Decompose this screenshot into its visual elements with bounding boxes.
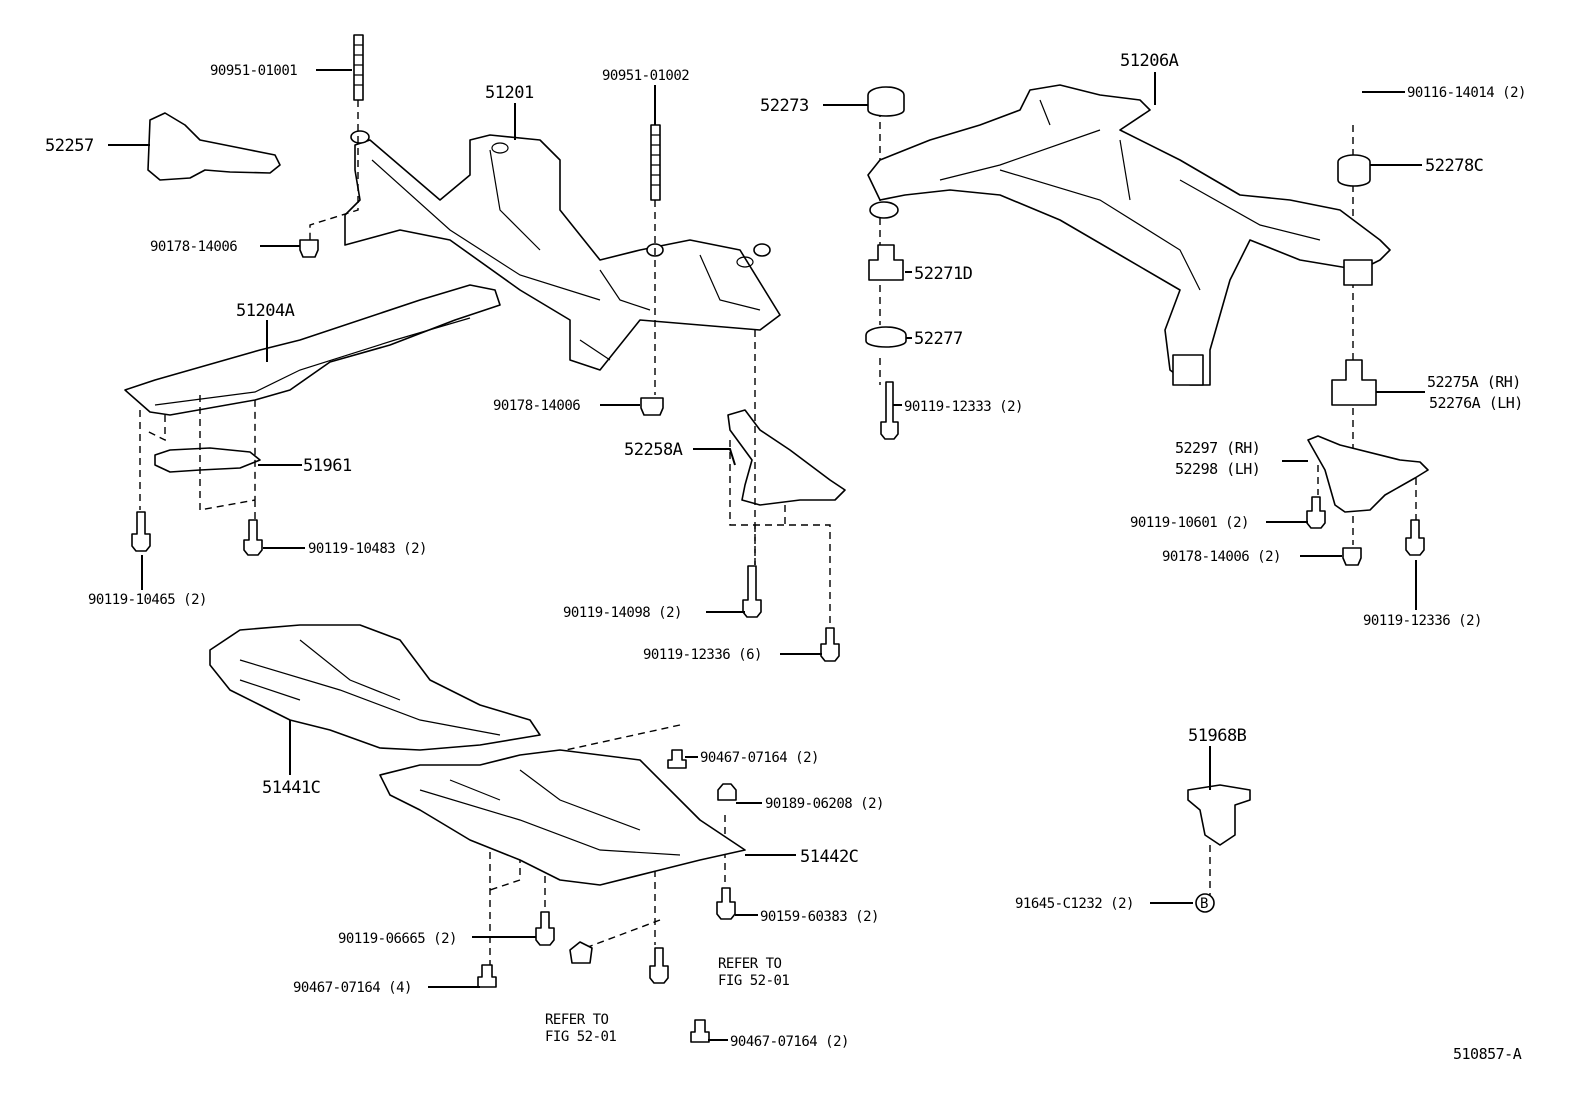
front-crossmember-part[interactable] — [344, 130, 781, 371]
part-label[interactable]: 90119-12336 (2) — [1363, 613, 1482, 629]
part-label[interactable]: 52271D — [914, 264, 973, 284]
part-label[interactable]: 90178-14006 — [150, 239, 238, 255]
part-label[interactable]: 52298 (LH) — [1175, 460, 1261, 478]
callout-b-circle — [1195, 893, 1215, 913]
nut-part[interactable] — [299, 239, 1362, 566]
part-label[interactable]: 52297 (RH) — [1175, 439, 1261, 457]
refer-note-line1: REFER TO — [545, 1012, 609, 1028]
part-label[interactable]: 51442C — [800, 847, 859, 867]
part-label[interactable]: 90119-10601 (2) — [1130, 515, 1249, 531]
part-label[interactable]: 90159-60383 (2) — [760, 909, 879, 925]
engine-undercover-51442c-part[interactable] — [379, 749, 746, 886]
brace-51204a-part[interactable] — [124, 284, 501, 416]
part-label[interactable]: 90178-14006 — [493, 398, 581, 414]
bushing-part[interactable] — [865, 86, 1377, 406]
part-label[interactable]: 90116-14014 (2) — [1407, 85, 1526, 101]
callout-b-letter: B — [1200, 896, 1208, 912]
part-label[interactable]: 90951-01001 — [210, 63, 298, 79]
diagram-id: 510857-A — [1453, 1045, 1522, 1063]
engine-undercover-51441c-part[interactable] — [209, 624, 541, 751]
part-label[interactable]: 90119-10465 (2) — [88, 592, 207, 608]
part-label[interactable]: 52278C — [1425, 156, 1484, 176]
part-label[interactable]: 90119-14098 (2) — [563, 605, 682, 621]
part-label[interactable]: 51206A — [1120, 51, 1179, 71]
part-label[interactable]: 52258A — [624, 440, 683, 460]
bolt-part[interactable] — [131, 381, 1425, 984]
refer-note-line2: FIG 52-01 — [718, 973, 789, 989]
bracket-52258a-part[interactable] — [727, 409, 846, 506]
refer-note-line1: REFER TO — [718, 956, 782, 972]
bracket-52257-part[interactable] — [147, 112, 281, 181]
part-label[interactable]: 90119-12333 (2) — [904, 399, 1023, 415]
part-label[interactable]: 90467-07164 (4) — [293, 980, 412, 996]
part-label[interactable]: 91645-C1232 (2) — [1015, 896, 1134, 912]
part-label[interactable]: 90951-01002 — [602, 68, 690, 84]
part-label[interactable]: 90119-06665 (2) — [338, 931, 457, 947]
part-label[interactable]: 52257 — [45, 136, 94, 156]
part-label[interactable]: 90467-07164 (2) — [700, 750, 819, 766]
leader-lines — [108, 69, 1425, 1041]
plate-51961-part[interactable] — [154, 447, 261, 473]
assembly-guide-lines — [139, 100, 1417, 965]
part-label[interactable]: 51201 — [485, 83, 534, 103]
part-label[interactable]: 90119-12336 (6) — [643, 647, 762, 663]
part-label[interactable]: 90189-06208 (2) — [765, 796, 884, 812]
part-label[interactable]: 51968B — [1188, 726, 1247, 746]
part-label[interactable]: 90119-10483 (2) — [308, 541, 427, 557]
part-label[interactable]: 52273 — [760, 96, 809, 116]
bracket-52297-part[interactable] — [1307, 435, 1429, 513]
part-label[interactable]: 90467-07164 (2) — [730, 1034, 849, 1050]
part-label[interactable]: 90178-14006 (2) — [1162, 549, 1281, 565]
part-label[interactable]: 52275A (RH) — [1427, 373, 1521, 391]
part-label[interactable]: 51961 — [303, 456, 352, 476]
refer-note-line2: FIG 52-01 — [545, 1029, 616, 1045]
bracket-51968b-part[interactable] — [1187, 784, 1251, 846]
part-label[interactable]: 52276A (LH) — [1429, 394, 1523, 412]
part-label[interactable]: 52277 — [914, 329, 963, 349]
rear-crossmember-part[interactable] — [867, 84, 1391, 386]
part-label[interactable]: 51204A — [236, 301, 295, 321]
clip-part[interactable] — [477, 749, 737, 1043]
part-labels: 90951-01001 51201 90951-01002 52257 9017… — [45, 51, 1526, 1063]
part-label[interactable]: 51441C — [262, 778, 321, 798]
